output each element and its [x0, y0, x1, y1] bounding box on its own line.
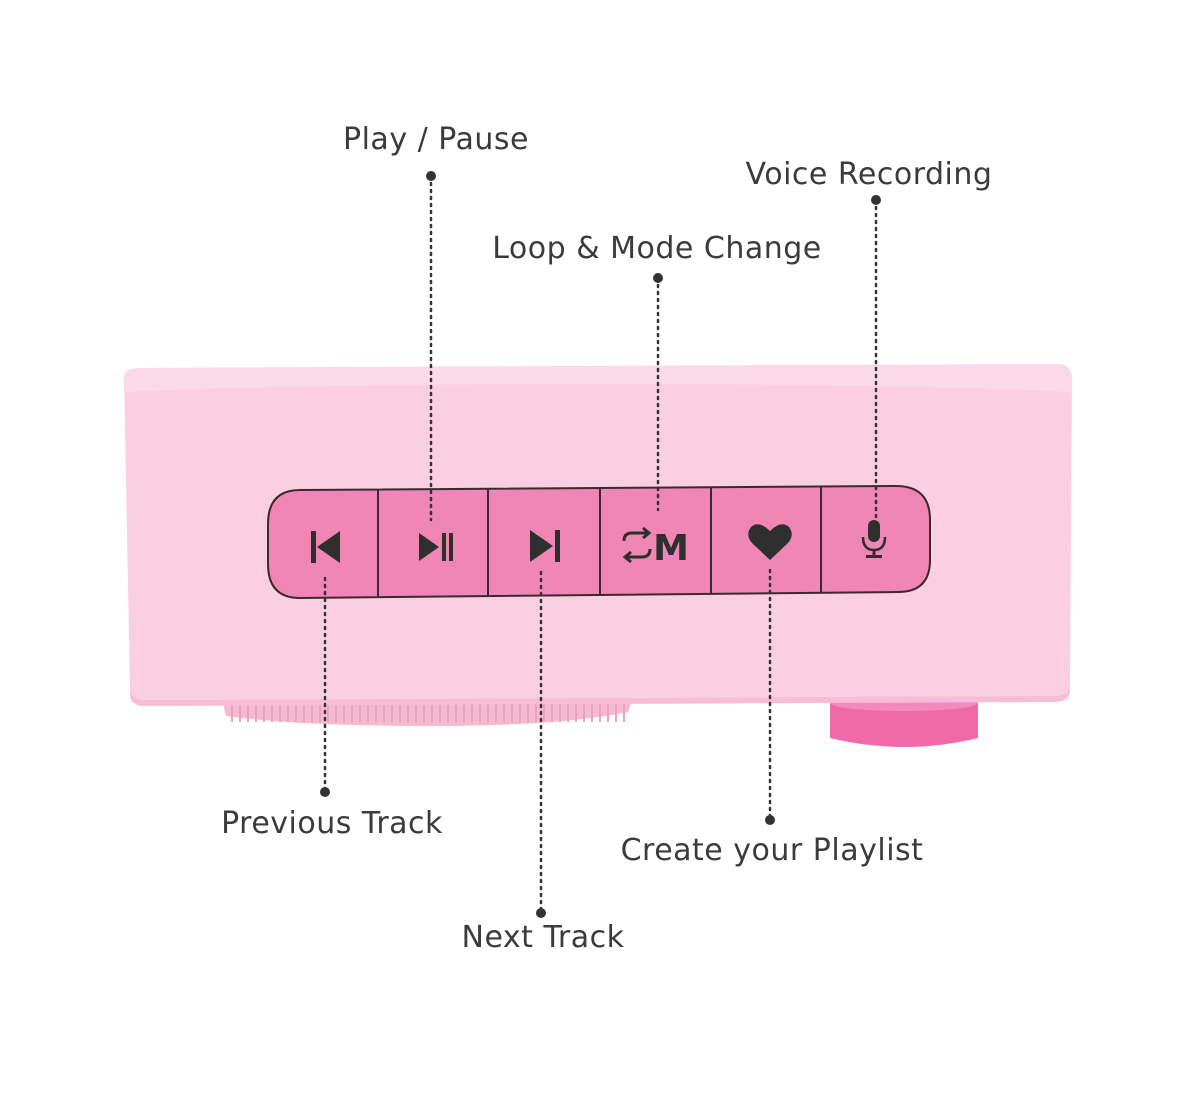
loop-mode-icon [622, 526, 652, 564]
label-voice-recording: Voice Recording [745, 157, 993, 192]
dot-play-pause [426, 171, 436, 181]
dot-loop-mode [653, 273, 663, 283]
dot-previous-track [320, 787, 330, 797]
dial-ridges [231, 704, 625, 722]
knob-body [830, 700, 978, 747]
label-play-pause: Play / Pause [343, 122, 529, 157]
control-panel [267, 484, 931, 600]
next-track-icon [530, 530, 560, 562]
dot-voice-recording [871, 195, 881, 205]
voice-recording-button[interactable] [861, 520, 887, 558]
leader-dots [320, 171, 881, 918]
playlist-button[interactable] [748, 524, 792, 560]
dot-next-track [536, 908, 546, 918]
heart-icon [748, 524, 792, 560]
leader-lines [323, 174, 878, 915]
previous-track-button[interactable] [311, 531, 340, 563]
play-pause-button[interactable] [419, 533, 453, 561]
previous-track-icon [311, 531, 340, 563]
loop-mode-button[interactable]: M [622, 526, 689, 569]
speaker-top-edge [124, 364, 1072, 392]
label-create-playlist: Create your Playlist [620, 833, 924, 868]
speaker-bottom-edge [130, 684, 1070, 706]
label-loop-mode: Loop & Mode Change [492, 231, 822, 266]
dot-create-playlist [765, 815, 775, 825]
microphone-icon [861, 520, 887, 558]
label-next-track: Next Track [461, 920, 625, 955]
label-previous-track: Previous Track [221, 806, 443, 841]
play-pause-icon [419, 533, 453, 561]
next-track-button[interactable] [530, 530, 560, 562]
mode-glyph: M [653, 528, 689, 569]
